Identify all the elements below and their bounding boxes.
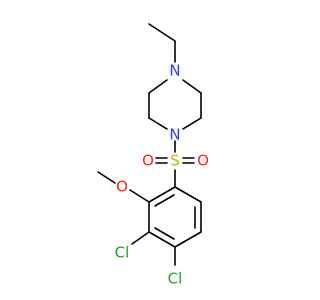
bond-ring-4 bbox=[148, 231, 176, 248]
bond-methoxy-ch3 bbox=[97, 171, 116, 184]
atom-o-right: O bbox=[197, 152, 209, 170]
bond-ring-double-2 bbox=[154, 194, 175, 207]
bond-pip-5 bbox=[148, 117, 168, 130]
bond-pip-2 bbox=[182, 79, 202, 94]
atom-cl-upper: Cl bbox=[115, 244, 130, 262]
atom-o-methoxy: O bbox=[116, 178, 128, 196]
atom-sulfur: S bbox=[170, 152, 180, 170]
molecule-structure: N N S O O O Cl Cl bbox=[97, 23, 209, 288]
bond-pip-6 bbox=[182, 117, 202, 130]
bond-ring-double-3 bbox=[154, 227, 175, 240]
atom-n-top: N bbox=[169, 62, 180, 80]
bond-ring-methoxy-o bbox=[129, 189, 150, 203]
bond-ethyl-ch3 bbox=[148, 23, 176, 42]
atom-o-left: O bbox=[142, 152, 154, 170]
atom-cl-lower: Cl bbox=[168, 270, 183, 288]
bond-pip-1 bbox=[148, 79, 168, 94]
bond-ring-3 bbox=[174, 231, 202, 248]
bond-ring-cl-upper bbox=[131, 231, 150, 245]
bond-ring-1 bbox=[174, 186, 202, 203]
bond-ring-6 bbox=[148, 186, 176, 203]
atom-n-bottom: N bbox=[169, 126, 180, 144]
